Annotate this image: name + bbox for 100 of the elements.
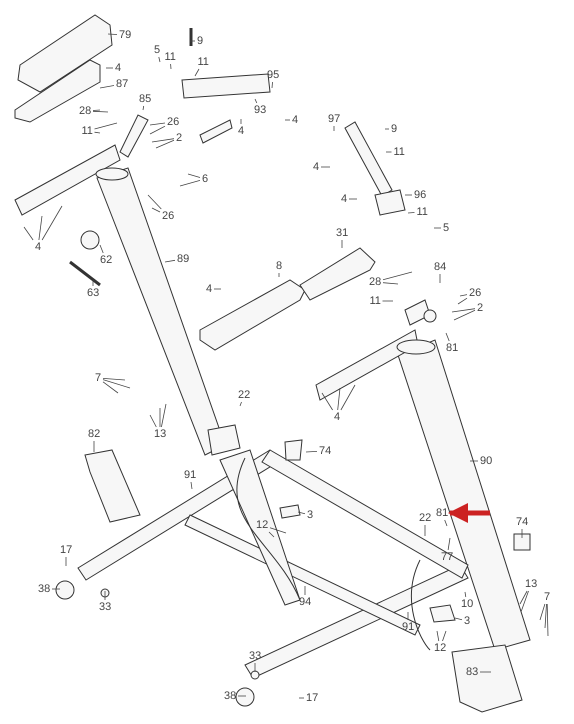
leader-line [170,64,172,70]
callout-number: 12 [433,642,448,654]
callout-number: 85 [138,93,152,105]
callout-number: 79 [118,29,132,41]
callout-number: 4 [340,193,348,205]
leader-line [540,604,546,620]
callout-number: 95 [266,69,280,81]
leader-line [382,282,398,284]
callout-number: 13 [524,578,538,590]
leader-line [382,272,412,280]
callout-number: 33 [98,601,112,613]
leader-line [460,294,468,296]
callout-number: 12 [255,519,270,531]
leader-line [100,85,114,88]
leader-line [520,590,529,612]
leader-line [298,512,306,514]
leader-line [448,538,450,550]
leader-line [382,300,394,302]
leader-line [442,630,446,642]
callout-number: 28 [78,105,92,117]
leader-line [92,110,108,112]
leader-line [102,379,130,388]
leader-line [102,378,126,380]
leader-line [306,451,318,452]
leader-line [94,132,100,134]
leader-line [150,122,166,126]
callout-number: 97 [327,113,342,125]
leader-line [268,532,274,538]
leader-line [52,588,60,590]
callout-number: 8 [275,260,284,272]
leader-line [254,662,256,672]
leader-line [190,40,196,42]
callout-number: 2 [476,302,484,314]
callout-number: 90 [479,455,494,467]
callout-number: 10 [460,598,474,610]
callout-number: 81 [435,507,450,519]
callout-number: 4 [333,411,342,423]
leader-line [214,288,222,290]
leader-line [94,122,118,130]
callout-number: 22 [418,512,432,524]
leader-line [348,198,358,200]
callout-number: 33 [248,650,262,662]
leader-line [104,590,106,600]
callout-number: 91 [401,621,416,633]
leader-line [42,206,62,240]
leader-line [194,68,200,76]
callout-number: 62 [99,254,114,266]
callout-number: 38 [37,583,52,595]
leader-line [322,392,333,410]
leader-line [544,604,547,628]
leader-line [272,82,273,88]
leader-line [337,388,340,410]
callout-number: 3 [306,509,314,521]
callout-number: 87 [115,78,130,90]
leader-line [188,174,200,178]
callout-number: 93 [253,104,268,116]
leader-line [436,630,440,642]
callout-number: 7 [94,372,102,384]
leader-line [38,216,42,240]
leader-line [102,381,118,394]
leader-line [454,310,476,320]
leader-line [142,106,144,110]
leader-line [158,56,160,62]
leader-line [108,34,118,35]
callout-number: 31 [335,227,350,239]
callout-number: 9 [390,123,398,135]
highlight-arrow [448,503,490,523]
callout-number: 11 [392,146,406,158]
leader-line [240,402,242,406]
callout-number: 13 [153,428,168,440]
callout-number: 4 [205,283,214,295]
leader-line [452,308,476,312]
callout-number: 6 [201,173,210,185]
callout-number: 28 [368,276,382,288]
callout-number: 74 [318,445,332,457]
callout-number: 5 [442,222,450,234]
callout-number: 84 [433,261,448,273]
leader-line [254,98,258,104]
leader-line [470,460,478,462]
callout-number: 77 [440,551,454,563]
callout-number: 26 [166,116,180,128]
leader-line [150,414,157,428]
leader-line [444,520,448,526]
callout-number: 4 [237,125,246,137]
callout-number: 17 [305,692,320,704]
callout-number: 96 [413,189,428,201]
callout-number: 4 [291,114,300,126]
callout-number: 11 [416,206,429,218]
callout-number: 22 [237,389,252,401]
leader-line [340,384,356,410]
callout-number: 81 [445,342,460,354]
leader-line [278,272,280,278]
callout-number: 26 [468,287,482,299]
callout-number: 11 [196,56,210,68]
leader-line [458,298,468,304]
callout-number: 63 [86,287,100,299]
leader-line [152,138,174,142]
callout-number: 74 [515,516,530,528]
callout-number: 5 [153,44,162,56]
leader-line [520,590,528,604]
